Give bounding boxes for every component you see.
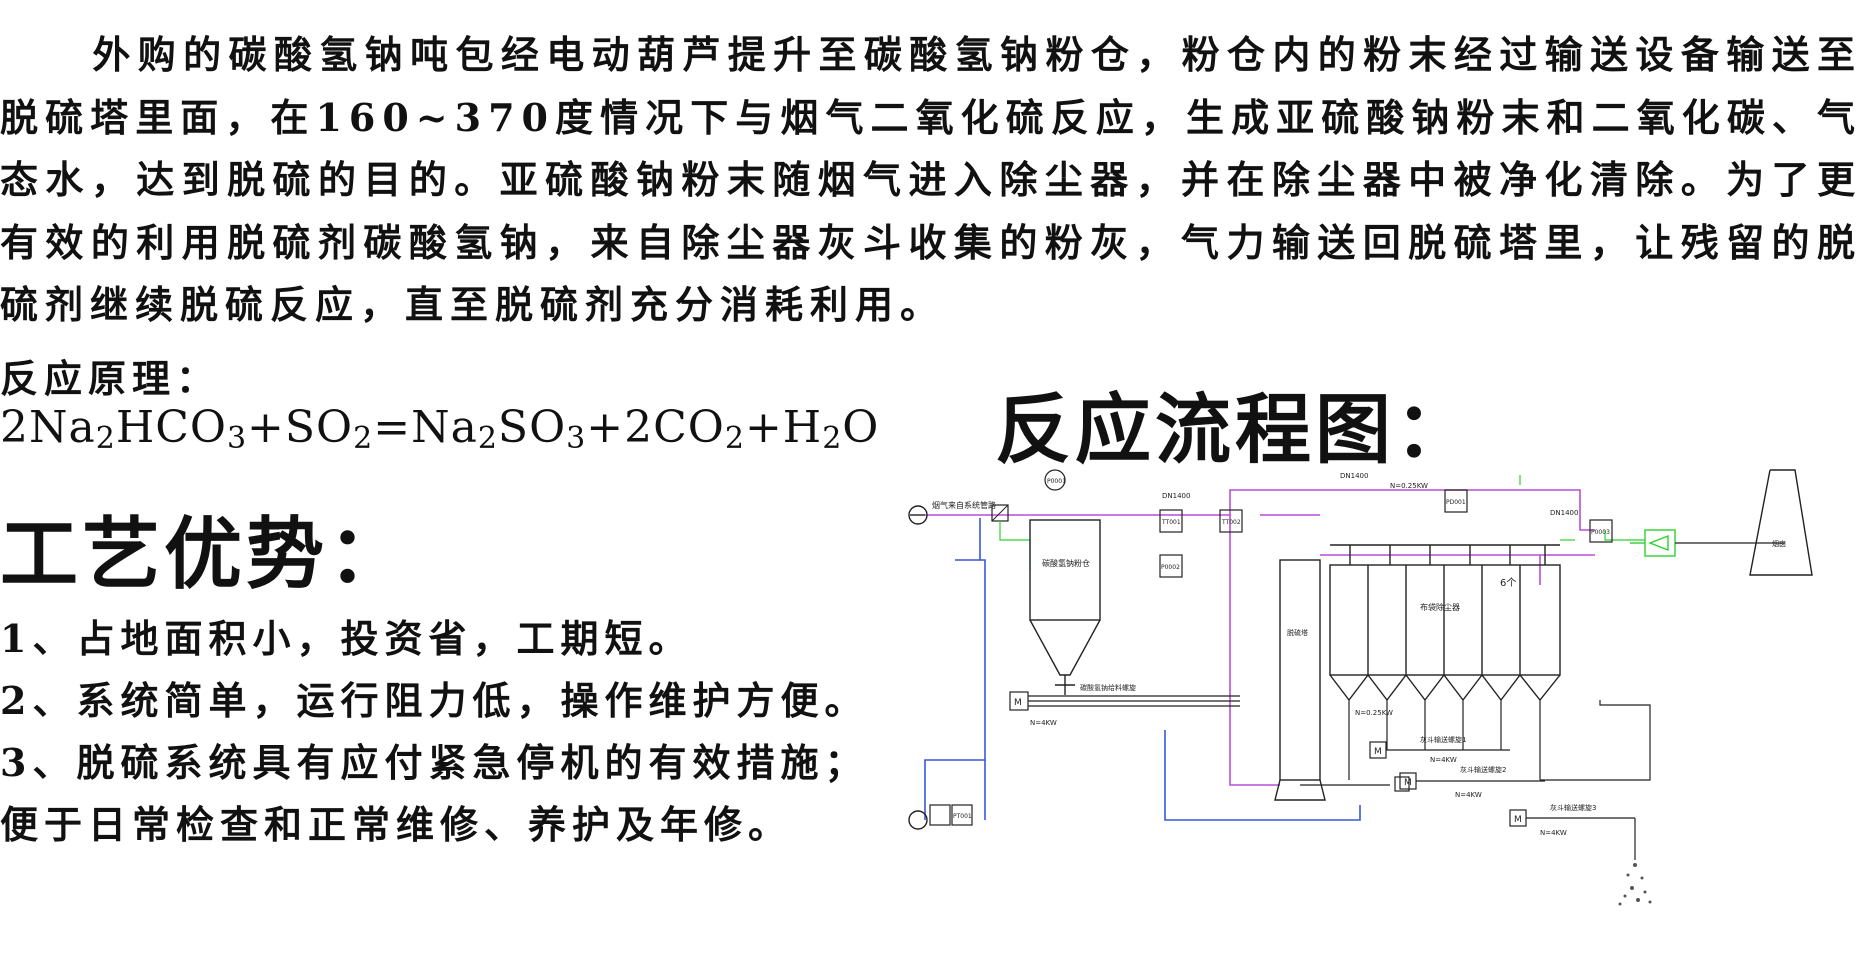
ash-discharge-pile xyxy=(1618,863,1652,906)
instrument-tt002: TT002 xyxy=(1219,509,1243,533)
feed-screw-power: N=4KW xyxy=(1030,719,1057,727)
intro-paragraph: 外购的碳酸氢钠吨包经电动葫芦提升至碳酸氢钠粉仓，粉仓内的粉末经过输送设备输送至脱… xyxy=(0,24,1862,337)
screw3-power: N=4KW xyxy=(1455,791,1482,799)
induced-draft-fan xyxy=(1630,529,1676,557)
feed-screw-label: 碳酸氢钠给料螺旋 xyxy=(1080,683,1136,692)
feed-screw-motor: M xyxy=(1014,698,1022,708)
screw2-label: 灰斗输送螺旋1 xyxy=(1420,735,1466,744)
tower-label: 脱硫塔 xyxy=(1287,628,1308,637)
flue-gas-lines xyxy=(925,489,1595,786)
advantage-item-1: 1、占地面积小，投资省，工期短。 xyxy=(0,616,693,661)
svg-text:TT001: TT001 xyxy=(1161,519,1181,526)
screw4-label: 灰斗输送螺旋3 xyxy=(1550,803,1596,812)
advantage-item-3: 3、脱硫系统具有应付紧急停机的有效措施； xyxy=(0,740,869,785)
inlet-fan-icon xyxy=(908,505,928,525)
flow-diagram-title: 反应流程图： xyxy=(995,385,1475,474)
dn1400-label-b: DN1400 xyxy=(1340,472,1368,480)
screw3-label: 灰斗输送螺旋2 xyxy=(1460,765,1506,774)
air-lines xyxy=(924,518,1361,821)
screw4-power: N=4KW xyxy=(1540,829,1567,837)
dn1400-label-a: DN1400 xyxy=(1162,492,1190,500)
svg-text:PD001: PD001 xyxy=(1446,499,1466,506)
filter-label: 布袋除尘器 xyxy=(1420,602,1460,612)
feed-screw-conveyor xyxy=(1009,691,1240,711)
bottom-fan-icon xyxy=(908,810,928,830)
intro-line-2: 输送至脱硫塔里面，在160~370度情况下与烟气二氧化硫反应，生成亚硫酸钠粉末和… xyxy=(0,32,1862,140)
instrument-p0003: P0003 xyxy=(1589,519,1613,543)
instrument-pt001: PT001 xyxy=(929,804,973,826)
screw2-power: N=4KW xyxy=(1430,756,1457,764)
instrument-p0001: P0001 xyxy=(1044,469,1066,491)
svg-text:TT002: TT002 xyxy=(1221,519,1241,526)
advantage-item-4: 便于日常检查和正常维修、养护及年修。 xyxy=(0,802,793,847)
screw2-motor: M xyxy=(1374,747,1382,757)
bag-filter-housing xyxy=(1329,544,1561,702)
intro-line-3: 氧化碳、气态水，达到脱硫的目的。亚硫酸钠粉末随烟气进入除尘器，并在除尘器中被 xyxy=(0,94,1862,203)
chimney-stack xyxy=(1749,469,1813,576)
dn1400-label-c: DN1400 xyxy=(1550,509,1578,517)
desulfurization-tower xyxy=(1274,559,1326,801)
process-flow-diagram: 烟气来自系统管路 P0001 TT001 TT002 PD001 P0002 P… xyxy=(908,469,1813,906)
advantage-item-2: 2、系统简单，运行阻力低，操作维护方便。 xyxy=(0,678,869,723)
hopper-screw-conveyors xyxy=(1300,700,1651,860)
svg-text:P0003: P0003 xyxy=(1591,529,1610,536)
svg-text:P0002: P0002 xyxy=(1161,564,1180,571)
sodium-bicarbonate-silo xyxy=(1029,519,1101,695)
screw-power-label: N=0.25KW xyxy=(1355,709,1393,717)
intro-line-5: 回脱硫塔里，让残留的脱硫剂继续脱硫反应，直至脱硫剂充分消耗利用。 xyxy=(0,219,1862,328)
screw3-motor: M xyxy=(1404,778,1412,788)
screw4-motor: M xyxy=(1514,815,1522,825)
instrument-p0002: P0002 xyxy=(1159,554,1183,578)
filter-count-label: 6个 xyxy=(1500,577,1516,589)
fan-power-label: N=0.25KW xyxy=(1390,482,1428,490)
instrument-tt001: TT001 xyxy=(1159,509,1183,533)
advantages-title: 工艺优势： xyxy=(0,510,411,600)
intro-line-4: 净化清除。为了更有效的利用脱硫剂碳酸氢钠，来自除尘器灰斗收集的粉灰，气力输送 xyxy=(0,157,1862,265)
svg-text:PT001: PT001 xyxy=(953,813,972,820)
inlet-label: 烟气来自系统管路 xyxy=(932,500,996,510)
intro-line-1: 外购的碳酸氢钠吨包经电动葫芦提升至碳酸氢钠粉仓，粉仓内的粉末经过输送设备 xyxy=(92,32,1727,77)
stack-label: 烟囱 xyxy=(1772,539,1786,548)
principle-label: 反应原理： xyxy=(0,356,221,401)
reaction-formula: 2Na2HCO3+SO2=Na2SO3+2CO2+H2O xyxy=(0,402,880,456)
silo-label: 碳酸氢钠粉仓 xyxy=(1042,558,1090,568)
svg-text:P0001: P0001 xyxy=(1047,478,1066,485)
instrument-pd001: PD001 xyxy=(1444,489,1468,513)
